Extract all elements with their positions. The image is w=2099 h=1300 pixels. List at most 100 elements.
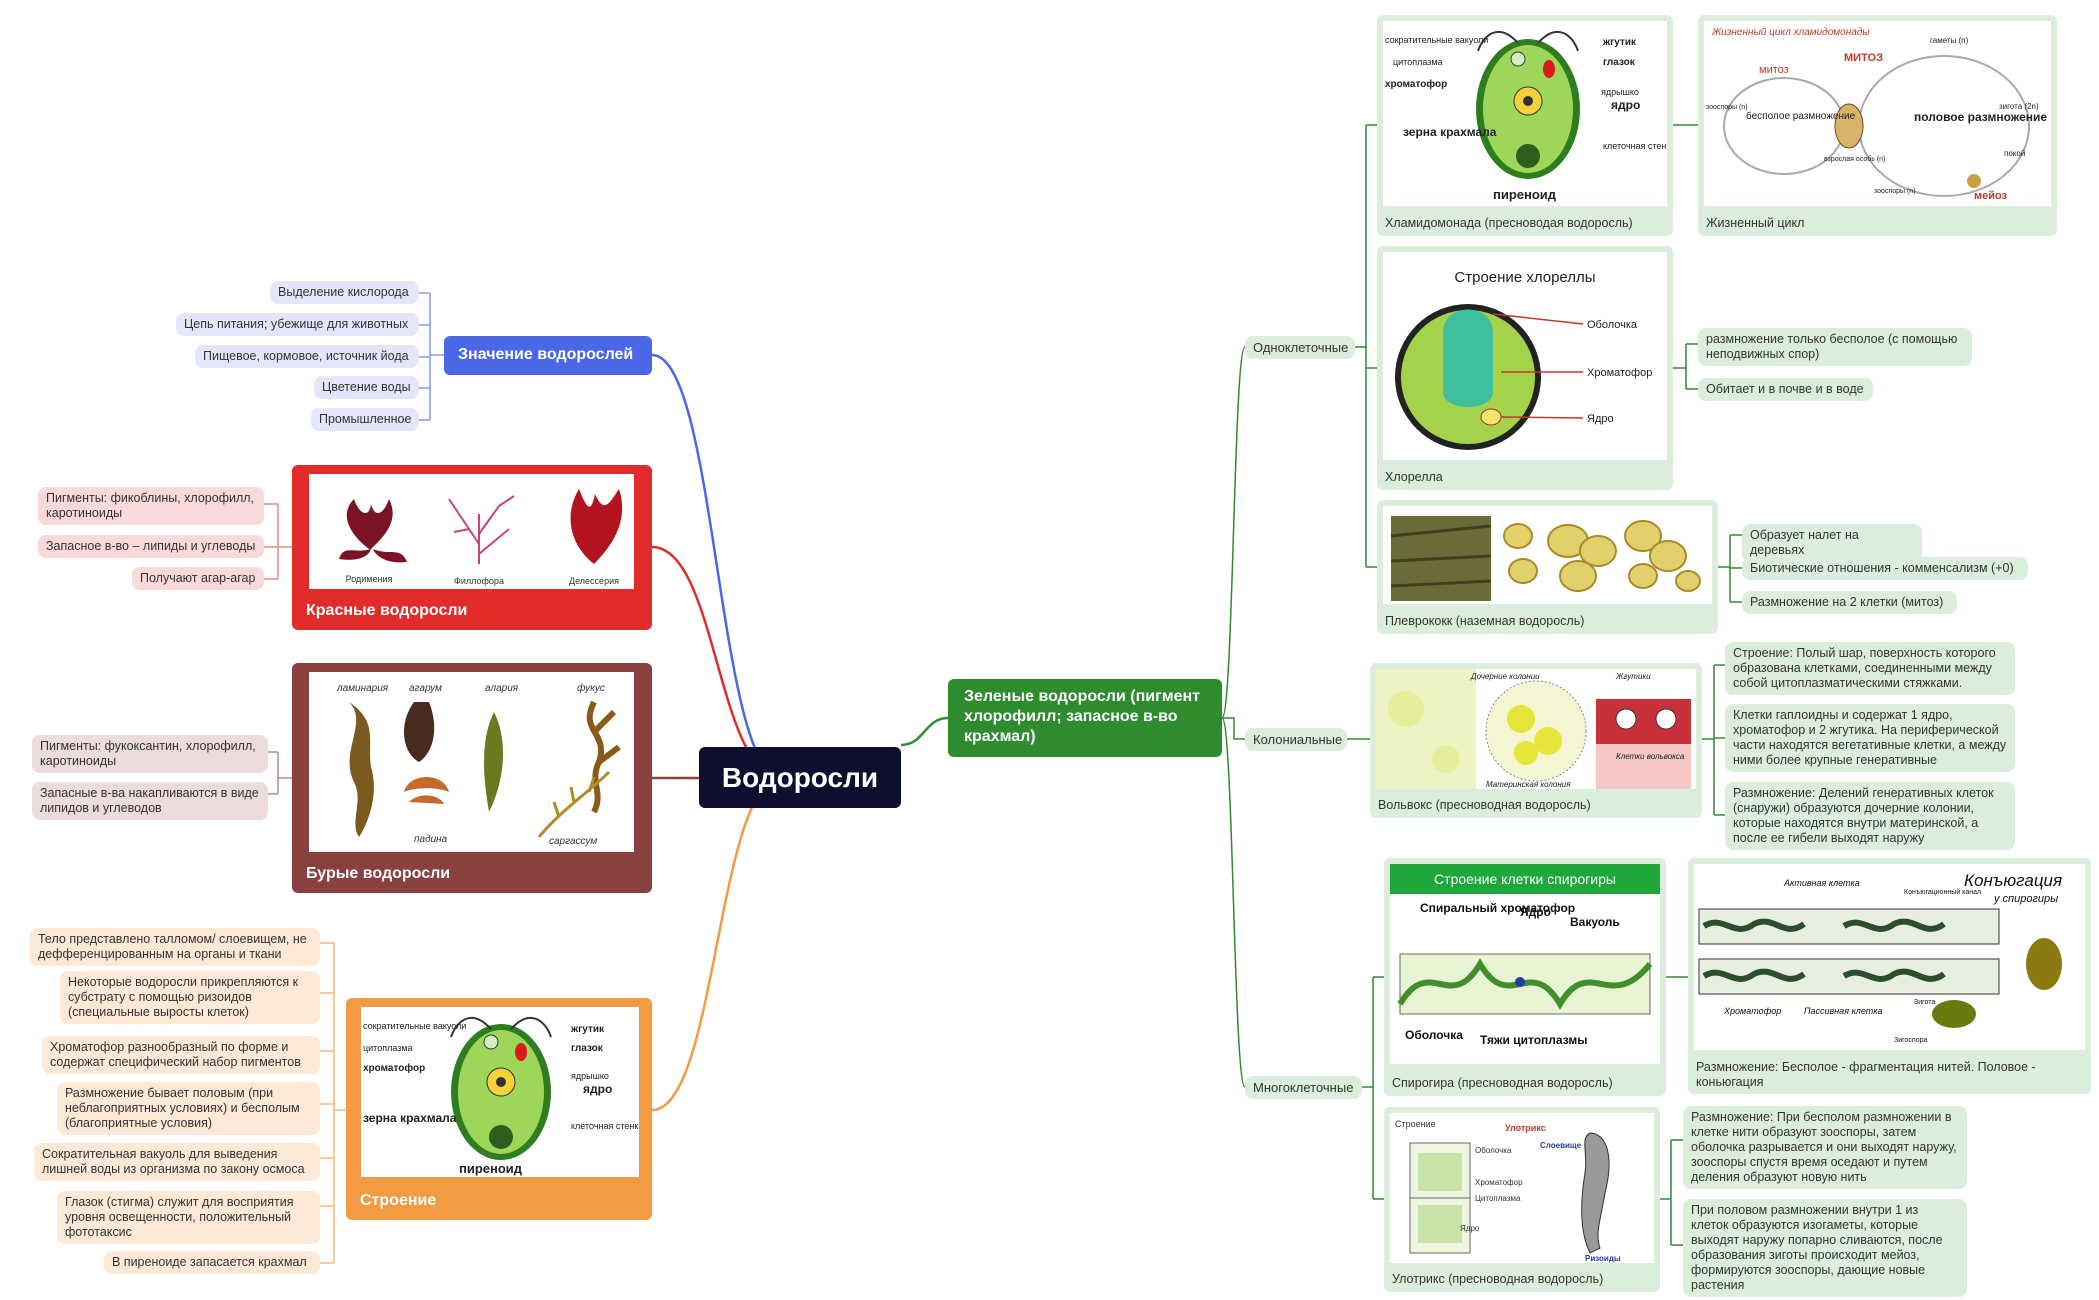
- delesseria-icon: [570, 489, 623, 564]
- chlamydomonas-diagram: сократительные вакуоли цитоплазма хромат…: [363, 1016, 644, 1176]
- ulothrix-label-0: Строение: [1395, 1119, 1436, 1129]
- brown-algae-card[interactable]: ламинария агарум алария фукус падина сар…: [292, 663, 652, 893]
- conjugation-caption: Размножение: Бесполое - фрагментация нит…: [1696, 1060, 2036, 1089]
- chl-label-1: цитоплазма: [1393, 57, 1443, 67]
- structure-item[interactable]: Глазок (стигма) служит для восприятия ур…: [57, 1191, 320, 1244]
- structure-title: Строение: [360, 1192, 437, 1209]
- root-node[interactable]: Водоросли: [699, 747, 901, 808]
- chlorella-item[interactable]: размножение только бесполое (с помощью н…: [1698, 328, 1972, 366]
- pleurococcus-caption: Плеврококк (наземная водоросль): [1385, 614, 1585, 628]
- life-cycle-card[interactable]: Жизненный цикл хламидомонады митоз МИТОЗ…: [1698, 15, 2057, 236]
- brown-img-label-5: саргассум: [549, 836, 597, 847]
- pleurococcus-card[interactable]: Плеврококк (наземная водоросль): [1377, 500, 1718, 634]
- red-item[interactable]: Запасное в-во – липиды и углеводы: [38, 535, 264, 558]
- chlamydomonas-image: сократительные вакуоли цитоплазма хромат…: [1383, 21, 1676, 206]
- lc-label-2: МИТОЗ: [1844, 52, 1883, 64]
- lc-label-6: зигота (2n): [1999, 102, 2039, 111]
- ulothrix-label-6: Ядро: [1460, 1224, 1480, 1233]
- link-colonial: [1222, 717, 1245, 740]
- meaning-item[interactable]: Цветение воды: [314, 376, 419, 399]
- structure-item[interactable]: Хроматофор разнообразный по форме и соде…: [42, 1036, 320, 1074]
- volvox-item[interactable]: Клетки гаплоидны и содержат 1 ядро, хром…: [1725, 704, 2015, 772]
- brown-img-label-2: алария: [485, 683, 519, 694]
- ulothrix-item[interactable]: Размножение: При бесполом размножении в …: [1683, 1106, 1967, 1189]
- brown-img-label-0: ламинария: [336, 683, 389, 694]
- volvox-label-0: Дочерние колонии: [1470, 672, 1540, 681]
- chlorella-title: Строение хлореллы: [1454, 269, 1595, 286]
- pleurococcus-item[interactable]: Биотические отношения - комменсализм (+0…: [1742, 557, 2028, 580]
- meaning-item[interactable]: Выделение кислорода: [270, 281, 419, 304]
- spirogyra-title: Строение клетки спирогиры: [1434, 871, 1616, 887]
- red-algae-card[interactable]: Родимения Филлофора Делессерия Красные в…: [292, 465, 652, 630]
- meaning-item[interactable]: Пищевое, кормовое, источник йода: [195, 345, 419, 368]
- structure-item[interactable]: Размножение бывает половым (при неблагоп…: [57, 1082, 320, 1135]
- link-structure: [651, 776, 783, 1112]
- brown-img-label-3: фукус: [577, 682, 605, 694]
- unicellular-node[interactable]: Одноклеточные: [1245, 336, 1355, 359]
- chl-label-5: глазок: [1603, 57, 1636, 68]
- meaning-item[interactable]: Промышленное: [311, 408, 419, 431]
- alaria-icon: [484, 712, 504, 812]
- spirogyra-label-4: Тяжи цитоплазмы: [1480, 1033, 1588, 1047]
- structure-label-8: клеточная стенка: [571, 1121, 639, 1131]
- red-item[interactable]: Получают агар-агар: [132, 567, 264, 590]
- life-cycle-caption: Жизненный цикл: [1706, 216, 1805, 230]
- volvox-item[interactable]: Строение: Полый шар, поверхность которог…: [1725, 642, 2015, 695]
- green-algae-node[interactable]: Зеленые водоросли (пигмент хлорофилл; за…: [948, 679, 1222, 757]
- chlorella-card[interactable]: Строение хлореллы Оболочка Хроматофор Яд…: [1377, 246, 1673, 490]
- pleurococcus-item[interactable]: Размножение на 2 клетки (митоз): [1742, 591, 1957, 614]
- lc-label-7: покой: [2004, 149, 2025, 158]
- brown-item[interactable]: Запасные в-ва накапливаются в виде липид…: [32, 782, 268, 820]
- structure-label-3: зерна крахмала: [363, 1111, 457, 1125]
- spirogyra-card[interactable]: Строение клетки спирогиры Спиральный хро…: [1384, 858, 1666, 1096]
- spirogyra-diagram: Строение клетки спирогиры Спиральный хро…: [1390, 864, 1660, 1047]
- lc-label-5: половое размножение: [1914, 110, 2047, 124]
- lc-label-1: митоз: [1759, 64, 1789, 76]
- structure-item[interactable]: Тело представлено талломом/ слоевищем, н…: [30, 928, 320, 966]
- pleurococcus-item[interactable]: Образует налет на деревьях: [1742, 524, 1922, 562]
- chlorella-item[interactable]: Обитает и в почве и в воде: [1698, 378, 1873, 401]
- life-cycle-diagram: Жизненный цикл хламидомонады митоз МИТОЗ…: [1706, 27, 2047, 202]
- spirogyra-caption: Спирогира (пресноводная водоросль): [1392, 1076, 1613, 1090]
- meaning-node[interactable]: Значение водорослей: [444, 336, 652, 375]
- chlamydomonas-card[interactable]: сократительные вакуоли цитоплазма хромат…: [1377, 15, 1676, 236]
- brown-item[interactable]: Пигменты: фукоксантин, хлорофилл, кароти…: [32, 735, 268, 773]
- structure-card[interactable]: сократительные вакуоли цитоплазма хромат…: [346, 998, 652, 1220]
- conj-label-3: Пассивная клетка: [1804, 1006, 1882, 1016]
- brown-img-label-1: агарум: [409, 683, 442, 694]
- volvox-caption: Вольвокс (пресноводная водоросль): [1378, 798, 1591, 812]
- chlamydomonas-diagram-green: сократительные вакуоли цитоплазма хромат…: [1385, 30, 1676, 202]
- ulothrix-card[interactable]: Строение Улотрикс Слоевище Оболочка Хром…: [1384, 1107, 1660, 1292]
- structure-label-4: жгутик: [570, 1024, 605, 1035]
- volvox-item[interactable]: Размножение: Делений генеративных клеток…: [1725, 782, 2015, 850]
- volvox-card[interactable]: Дочерние колонии Жгутики Материнская кол…: [1370, 663, 1702, 818]
- link-unicellular: [1221, 346, 1246, 719]
- red-algae-illustration: Родимения Филлофора Делессерия: [339, 489, 623, 586]
- conj-label-2: Хроматофор: [1723, 1006, 1781, 1016]
- fucus-icon: [586, 700, 621, 814]
- conj-subtitle: у спирогиры: [1993, 893, 2058, 905]
- structure-label-0: сократительные вакуоли: [363, 1021, 466, 1031]
- ulothrix-caption: Улотрикс (пресноводная водоросль): [1392, 1272, 1604, 1286]
- ulothrix-item[interactable]: При половом размножении внутри 1 из клет…: [1683, 1199, 1967, 1297]
- red-item[interactable]: Пигменты: фикоблины, хлорофилл, каротино…: [38, 487, 264, 525]
- agarum-icon: [403, 702, 435, 762]
- conj-label-0: Активная клетка: [1783, 878, 1860, 888]
- structure-item[interactable]: Некоторые водоросли прикрепляются к субс…: [60, 971, 320, 1024]
- structure-label-6: ядрышко: [571, 1071, 609, 1081]
- structure-item[interactable]: В пиреноиде запасается крахмал: [104, 1251, 320, 1274]
- chl-label-9: пиреноид: [1493, 187, 1557, 202]
- conjugation-card[interactable]: Конъюгация у спирогиры Активная клетка К…: [1688, 858, 2091, 1094]
- phyllophora-icon: [448, 495, 515, 564]
- brown-algae-title: Бурые водоросли: [306, 865, 451, 882]
- colonial-node[interactable]: Колониальные: [1245, 728, 1347, 751]
- structure-label-5: глазок: [571, 1043, 604, 1054]
- spirogyra-label-1: Ядро: [1520, 905, 1551, 919]
- multicellular-node[interactable]: Многоклеточные: [1245, 1076, 1362, 1099]
- link-meaning: [651, 353, 783, 780]
- meaning-item[interactable]: Цепь питания; убежище для животных: [176, 313, 419, 336]
- structure-item[interactable]: Сократительная вакуоль для выведения лиш…: [34, 1143, 320, 1181]
- volvox-image: Дочерние колонии Жгутики Материнская кол…: [1376, 669, 1696, 789]
- conj-label-5: Зигоспора: [1894, 1037, 1928, 1044]
- chl-label-8: клеточная стенка: [1603, 141, 1667, 151]
